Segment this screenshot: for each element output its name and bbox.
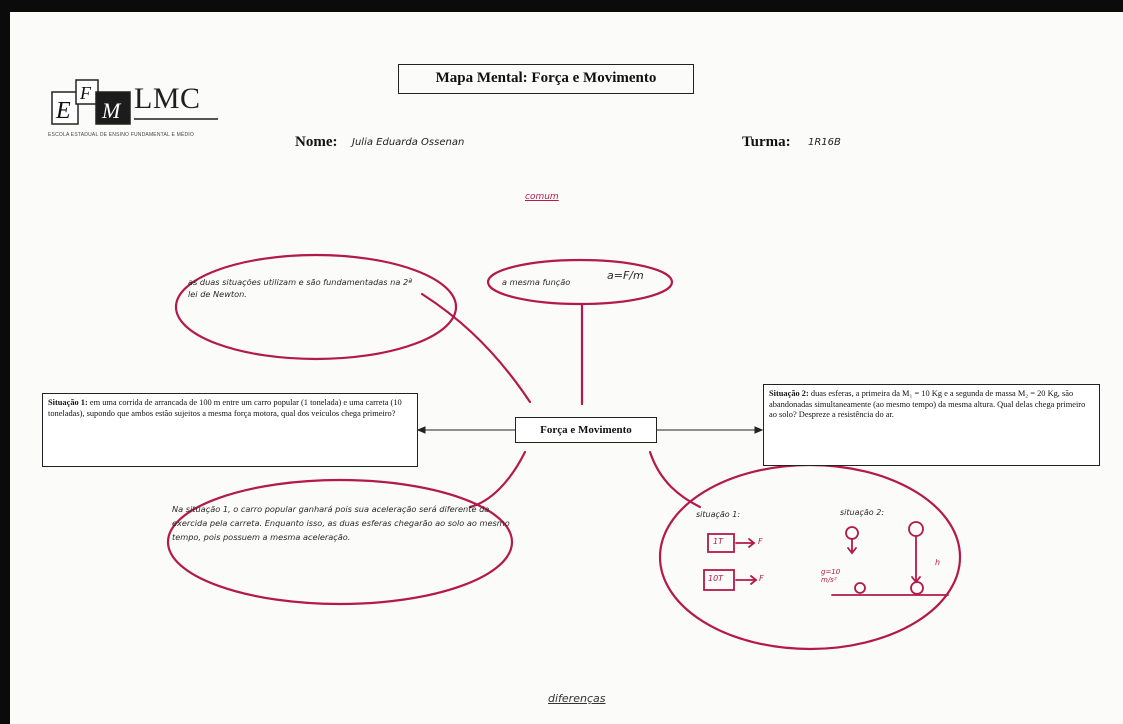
heading-diferencas: diferenças — [548, 692, 606, 705]
ellipse-difference-left — [166, 478, 514, 606]
central-node: Força e Movimento — [515, 417, 657, 443]
situacao-1-title: Situação 1: — [48, 398, 88, 407]
note-common-left: as duas situações utilizam e são fundame… — [188, 277, 413, 299]
turma-value: 1R16B — [808, 137, 841, 148]
situacao-2-text: duas esferas, a primeira da M₁ = 10 Kg e… — [769, 389, 1086, 419]
school-logo: E F M LMC ESCOLA ESTADUAL DE ENSINO FUND… — [48, 78, 228, 144]
situacao-1-text: em uma corrida de arrancada de 100 m ent… — [48, 398, 402, 418]
turma-label: Turma: — [742, 134, 791, 150]
logo-caption: ESCOLA ESTADUAL DE ENSINO FUNDAMENTAL E … — [48, 132, 194, 138]
mind-map-drawing — [166, 253, 962, 651]
sketch-gravity: g=10 m/s² — [821, 568, 841, 584]
situacao-2-title: Situação 2: — [769, 389, 809, 398]
sketch-box-10t: 10T — [708, 574, 724, 583]
logo-underline — [134, 118, 218, 120]
connector-bottom-left — [468, 450, 527, 509]
connector-top-left — [420, 292, 532, 404]
ellipse-difference-right — [658, 463, 962, 651]
svg-text:E: E — [55, 98, 71, 124]
sketch-force-2: F — [759, 574, 764, 583]
ellipse-common-left — [174, 253, 458, 361]
sketch-height: h — [935, 558, 941, 567]
scanned-page: E F M LMC ESCOLA ESTADUAL DE ENSINO FUND… — [10, 12, 1123, 724]
svg-text:F: F — [79, 83, 92, 103]
sketch-label-situacao-2: situação 2: — [840, 508, 885, 517]
note-common-middle: a mesma função — [502, 277, 571, 287]
note-formula: a=F/m — [607, 269, 644, 282]
nome-value: Julia Eduarda Ossenan — [352, 137, 465, 148]
svg-text:M: M — [101, 98, 122, 123]
logo-mark-icon: E F M — [51, 79, 131, 125]
sketch-label-situacao-1: situação 1: — [696, 510, 741, 519]
note-difference-left: Na situação 1, o carro popular ganhará p… — [172, 504, 510, 542]
logo-text: LMC — [134, 82, 201, 115]
situacao-2-box: Situação 2: duas esferas, a primeira da … — [763, 384, 1100, 466]
ellipse-common-middle — [486, 258, 674, 306]
nome-label: Nome: — [295, 134, 338, 150]
page-title: Mapa Mental: Força e Movimento — [398, 64, 694, 94]
situacao-1-box: Situação 1: em uma corrida de arrancada … — [42, 393, 418, 467]
sketch-box-1t: 1T — [713, 537, 723, 546]
sketch-force-1: F — [758, 537, 763, 546]
connector-bottom-right — [648, 450, 702, 509]
heading-comum: comum — [525, 192, 559, 202]
